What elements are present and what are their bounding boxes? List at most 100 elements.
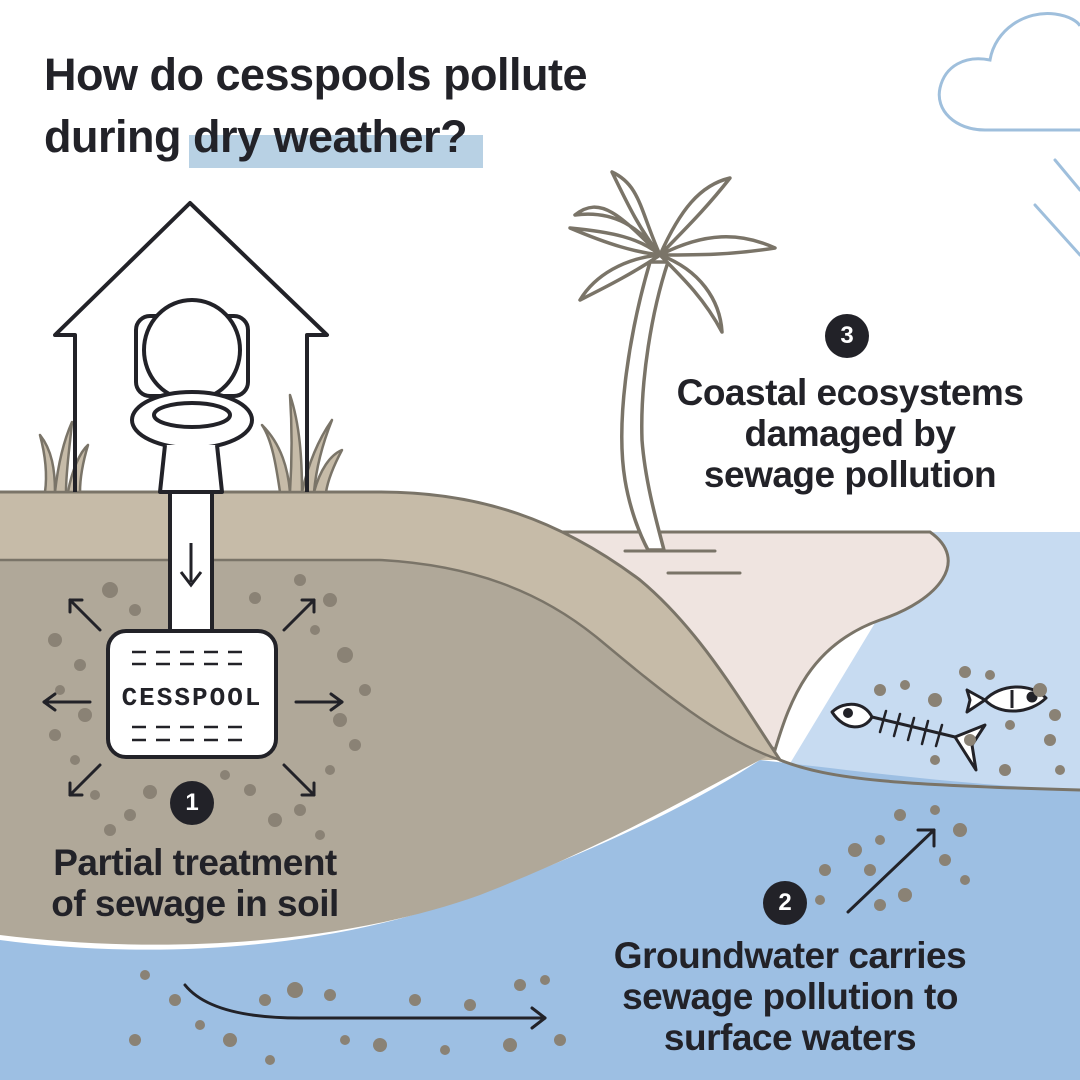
- title-line-1: How do cesspools pollute: [44, 49, 588, 100]
- pollution-particle: [129, 1034, 141, 1046]
- pollution-particle: [294, 574, 306, 586]
- step-1-line: of sewage in soil: [51, 883, 339, 924]
- arrow-icon: [282, 598, 316, 632]
- pipe: [168, 490, 214, 634]
- pollution-particle: [268, 813, 282, 827]
- arrow-icon: [282, 763, 316, 797]
- pollution-particle: [864, 864, 876, 876]
- pollution-particle: [900, 680, 910, 690]
- step-2-line: sewage pollution to: [622, 976, 958, 1017]
- pollution-particle: [249, 592, 261, 604]
- pollution-particle: [143, 785, 157, 799]
- arrow-icon: [68, 763, 102, 797]
- cesspool-tank-icon: CESSPOOL: [106, 629, 278, 759]
- step-1-label: Partial treatment of sewage in soil: [10, 842, 380, 924]
- pollution-particle: [333, 713, 347, 727]
- pollution-particle: [815, 895, 825, 905]
- pollution-particle: [124, 809, 136, 821]
- pollution-particle: [195, 1020, 205, 1030]
- pollution-particle: [953, 823, 967, 837]
- pollution-particle: [440, 1045, 450, 1055]
- palm-tree-icon: [568, 170, 777, 552]
- pollution-particle: [999, 764, 1011, 776]
- pollution-particle: [930, 755, 940, 765]
- step-3-badge: 3: [825, 314, 869, 358]
- pollution-particle: [244, 784, 256, 796]
- ground-outline: [0, 490, 1080, 792]
- title-highlight: dry weather?: [192, 111, 468, 162]
- pollution-particle: [554, 1034, 566, 1046]
- pollution-particle: [930, 805, 940, 815]
- pollution-particle: [220, 770, 230, 780]
- toilet-icon: [130, 298, 254, 494]
- pollution-particle: [265, 1055, 275, 1065]
- cloud-icon: [937, 12, 1080, 132]
- pollution-particle: [1055, 765, 1065, 775]
- pollution-particle: [1044, 734, 1056, 746]
- groundwater-flow-arrow: [183, 983, 547, 1030]
- pollution-particle: [223, 1033, 237, 1047]
- pollution-particle: [104, 824, 116, 836]
- pollution-particle: [985, 670, 995, 680]
- rain-icon: [1033, 158, 1080, 257]
- step-1-line: Partial treatment: [53, 842, 337, 883]
- pollution-particle: [55, 685, 65, 695]
- pollution-particle: [349, 739, 361, 751]
- pollution-particle: [464, 999, 476, 1011]
- step-3-line: damaged by: [744, 413, 956, 454]
- cesspool-label: CESSPOOL: [122, 683, 263, 713]
- pollution-particle: [315, 830, 325, 840]
- pollution-particle: [503, 1038, 517, 1052]
- pollution-particle: [129, 604, 141, 616]
- pollution-particle: [340, 1035, 350, 1045]
- ocean: [780, 532, 1080, 800]
- pollution-particle: [337, 647, 353, 663]
- pollution-particle: [325, 765, 335, 775]
- step-1-badge: 1: [170, 781, 214, 825]
- pollution-particle: [1033, 683, 1047, 697]
- pollution-particle: [874, 899, 886, 911]
- pollution-particle: [49, 729, 61, 741]
- seepage-arrows: [42, 598, 344, 797]
- pollution-particle: [324, 989, 336, 1001]
- pollution-particle: [78, 708, 92, 722]
- pollution-particle: [48, 633, 62, 647]
- pollution-particle: [169, 994, 181, 1006]
- pollution-particle: [894, 809, 906, 821]
- pollution-particle: [287, 982, 303, 998]
- step-3-line: Coastal ecosystems: [676, 372, 1024, 413]
- step-2-line: surface waters: [663, 1017, 917, 1058]
- grass-icon: [38, 393, 344, 494]
- upward-flow-arrow: [846, 828, 936, 914]
- pollution-particle: [294, 804, 306, 816]
- pollution-particle: [409, 994, 421, 1006]
- pollution-particle: [70, 755, 80, 765]
- step-3-label: Coastal ecosystems damaged by sewage pol…: [620, 372, 1080, 495]
- title-line-2: during dry weather?: [44, 106, 587, 168]
- pollution-particle: [964, 734, 976, 746]
- particle-dots: [48, 574, 1065, 1065]
- pollution-particle: [74, 659, 86, 671]
- pollution-particle: [373, 1038, 387, 1052]
- step-2-label: Groundwater carries sewage pollution to …: [560, 935, 1020, 1058]
- pollution-particle: [1005, 720, 1015, 730]
- pollution-particle: [959, 666, 971, 678]
- pollution-particle: [102, 582, 118, 598]
- sand-lines: [623, 549, 742, 575]
- page-title: How do cesspools pollute during dry weat…: [44, 44, 588, 168]
- arrow-icon: [294, 692, 344, 712]
- pollution-particle: [939, 854, 951, 866]
- pollution-particle: [819, 864, 831, 876]
- pollution-particle: [359, 684, 371, 696]
- step-2-badge: 2: [763, 881, 807, 925]
- pollution-particle: [928, 693, 942, 707]
- pollution-particle: [848, 843, 862, 857]
- arrow-icon: [68, 598, 102, 632]
- pollution-particle: [875, 835, 885, 845]
- pollution-particle: [514, 979, 526, 991]
- fish-icon: [965, 685, 1048, 714]
- step-2-line: Groundwater carries: [613, 935, 967, 976]
- pollution-particle: [898, 888, 912, 902]
- pollution-particle: [323, 593, 337, 607]
